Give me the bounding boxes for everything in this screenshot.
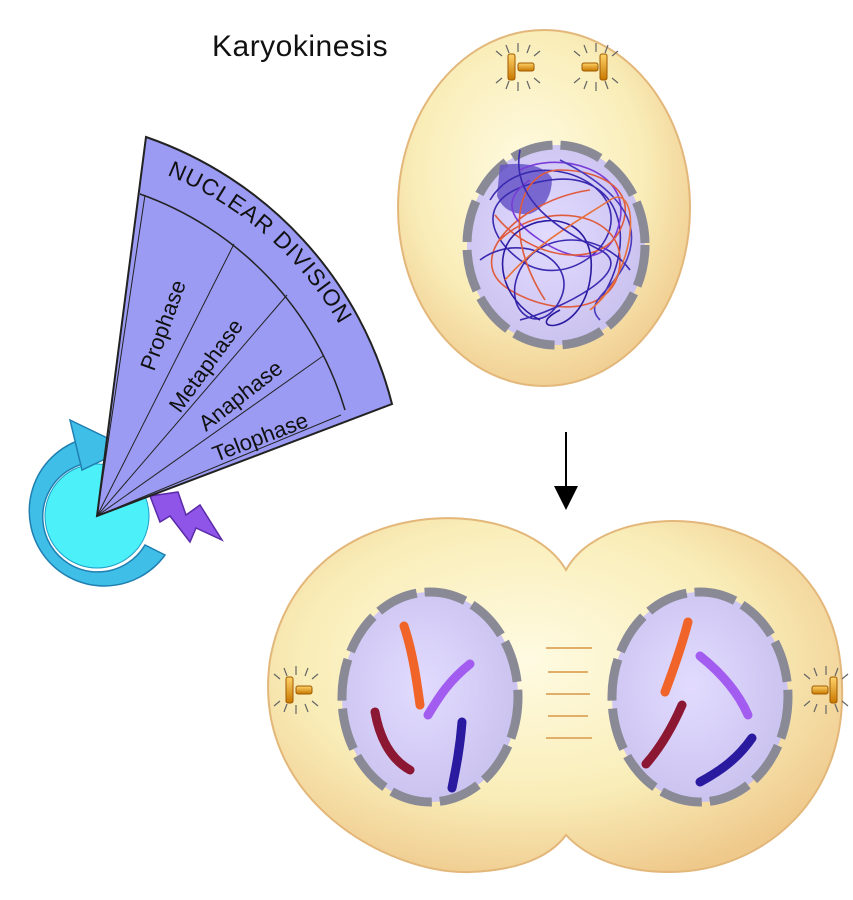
diagram-title: Karyokinesis [212, 30, 388, 63]
cell-cycle-wheel: NUCLEAR DIVISION Prophase Metaphase Anap… [29, 137, 392, 586]
parent-cell [398, 30, 690, 386]
dividing-cell [268, 518, 848, 872]
down-arrow-icon [554, 432, 578, 510]
daughter-nucleus-right [612, 592, 788, 802]
parent-nucleus [467, 145, 645, 345]
purple-arrow-icon [150, 492, 222, 542]
daughter-nucleus-left [342, 592, 518, 802]
